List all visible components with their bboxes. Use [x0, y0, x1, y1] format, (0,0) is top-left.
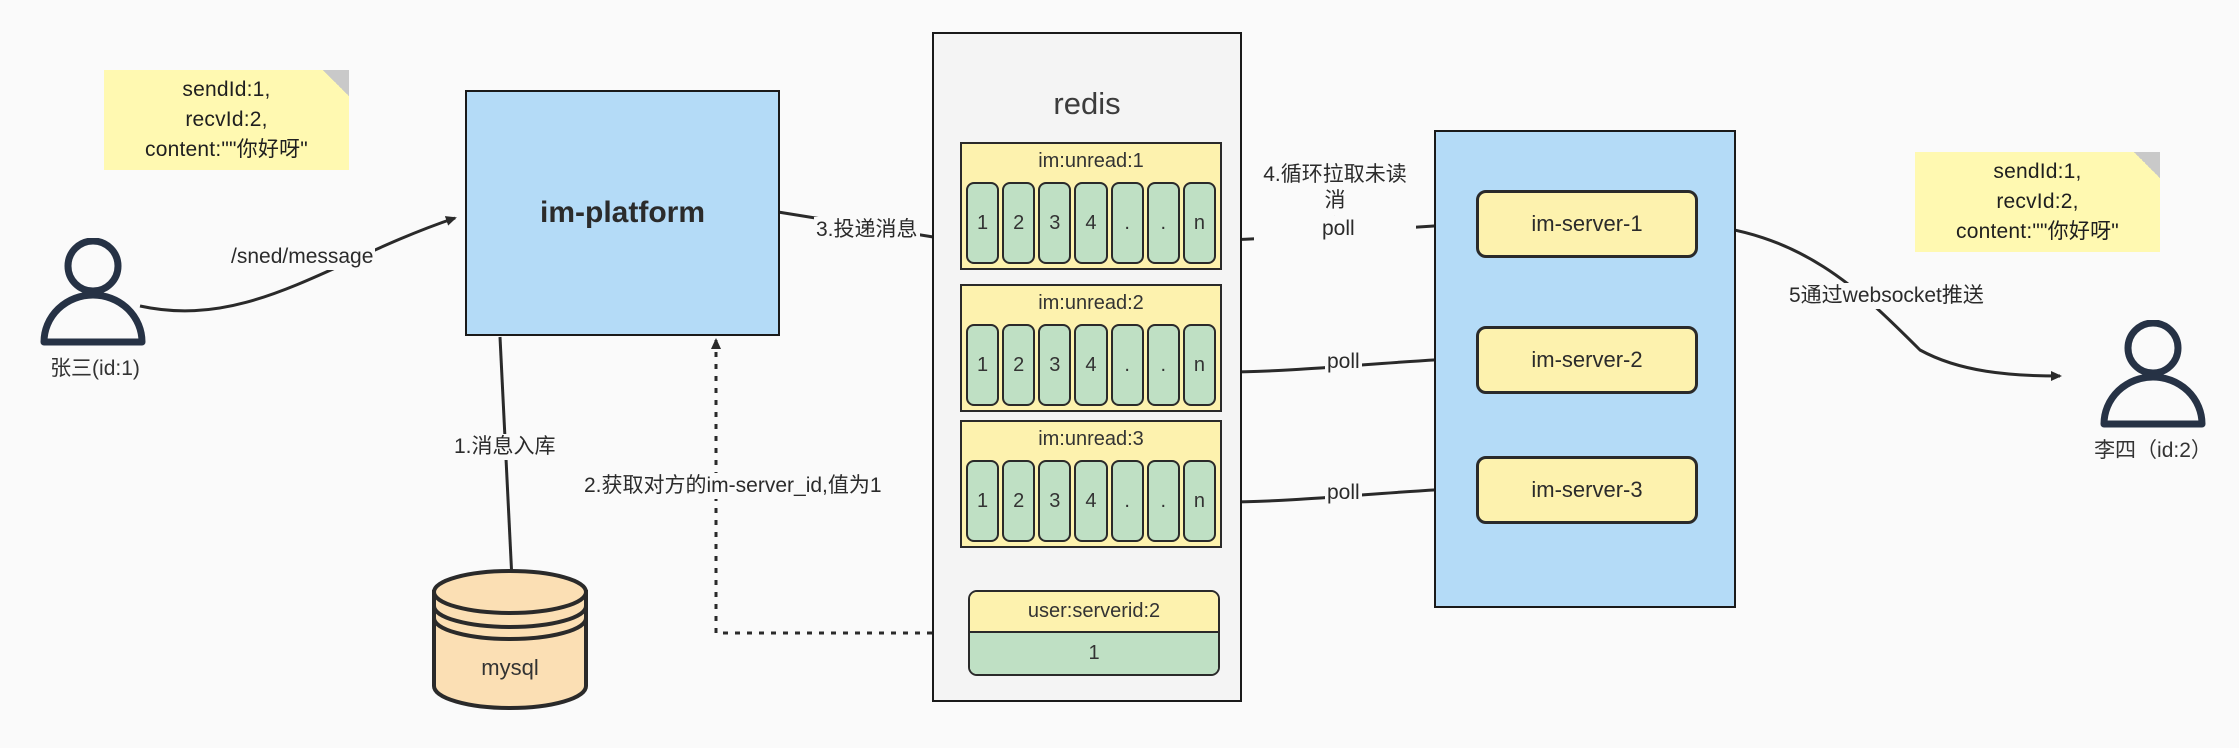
im-server-3-box[interactable]: im-server-3 — [1476, 456, 1698, 524]
actor-sender-label: 张三(id:1) — [50, 357, 140, 380]
redis-title: redis — [1053, 86, 1121, 121]
redis-list-1-cells: 1 2 3 4 . . n — [966, 182, 1216, 264]
redis-kv-user-serverid[interactable]: user:serverid:2 1 — [968, 590, 1220, 676]
redis-list-3-key: im:unread:3 — [1038, 428, 1144, 450]
actor-sender — [40, 238, 146, 346]
im-server-2-label: im-server-2 — [1531, 347, 1643, 372]
list-cell[interactable]: n — [1182, 324, 1216, 406]
note-left-text: sendId:1, recvId:2, content:""你好呀" — [145, 78, 308, 161]
edge-step5 — [1687, 222, 2062, 381]
redis-list-1-key: im:unread:1 — [1038, 150, 1144, 172]
redis-list-im-unread-3[interactable]: im:unread:3 1 2 3 4 . . n — [960, 420, 1222, 548]
redis-list-im-unread-1[interactable]: im:unread:1 1 2 3 4 . . n — [960, 142, 1222, 270]
mysql-label: mysql — [481, 655, 539, 680]
list-cell[interactable]: 4 — [1074, 182, 1108, 264]
redis-kv-key: user:serverid:2 — [970, 592, 1218, 633]
edge-label-poll-1: poll — [1320, 216, 1357, 243]
actor-receiver-label: 李四（id:2） — [2094, 439, 2212, 462]
list-cell[interactable]: n — [1182, 460, 1216, 542]
list-cell[interactable]: . — [1110, 182, 1144, 264]
edge-label-step5: 5通过websocket推送 — [1787, 283, 1986, 310]
list-cell[interactable]: . — [1146, 182, 1180, 264]
note-fold-icon — [323, 70, 349, 96]
list-cell[interactable]: . — [1110, 460, 1144, 542]
list-cell[interactable]: 1 — [966, 460, 1000, 542]
list-cell[interactable]: n — [1182, 182, 1216, 264]
redis-list-im-unread-2[interactable]: im:unread:2 1 2 3 4 . . n — [960, 284, 1222, 412]
list-cell[interactable]: . — [1110, 324, 1144, 406]
redis-list-2-cells: 1 2 3 4 . . n — [966, 324, 1216, 406]
list-cell[interactable]: 2 — [1002, 324, 1036, 406]
im-server-1-box[interactable]: im-server-1 — [1476, 190, 1698, 258]
list-cell[interactable]: 2 — [1002, 460, 1036, 542]
redis-list-2-key: im:unread:2 — [1038, 292, 1144, 314]
list-cell[interactable]: . — [1146, 324, 1180, 406]
list-cell[interactable]: 4 — [1074, 324, 1108, 406]
edge-label-step2: 2.获取对方的im-server_id,值为1 — [582, 473, 884, 500]
note-fold-icon — [2134, 152, 2160, 178]
list-cell[interactable]: 3 — [1038, 182, 1072, 264]
note-right-message-payload: sendId:1, recvId:2, content:""你好呀" — [1915, 152, 2160, 252]
redis-kv-value: 1 — [970, 633, 1218, 674]
edge-label-step1: 1.消息入库 — [452, 434, 558, 461]
edge-label-poll-3: poll — [1325, 480, 1362, 507]
list-cell[interactable]: 3 — [1038, 324, 1072, 406]
im-server-3-label: im-server-3 — [1531, 477, 1643, 502]
edge-label-send-message: /sned/message — [229, 244, 376, 271]
im-platform-box[interactable]: im-platform — [465, 90, 780, 336]
edge-label-poll-2: poll — [1325, 349, 1362, 376]
note-right-text: sendId:1, recvId:2, content:""你好呀" — [1956, 160, 2119, 243]
im-platform-label: im-platform — [540, 196, 705, 229]
list-cell[interactable]: 3 — [1038, 460, 1072, 542]
actor-receiver — [2100, 320, 2206, 428]
mysql-cylinder[interactable] — [430, 568, 590, 710]
list-cell[interactable]: 4 — [1074, 460, 1108, 542]
list-cell[interactable]: 1 — [966, 182, 1000, 264]
note-left-message-payload: sendId:1, recvId:2, content:""你好呀" — [104, 70, 349, 170]
redis-list-3-cells: 1 2 3 4 . . n — [966, 460, 1216, 542]
im-server-2-box[interactable]: im-server-2 — [1476, 326, 1698, 394]
im-server-1-label: im-server-1 — [1531, 211, 1643, 236]
edge-send-message — [139, 216, 457, 313]
list-cell[interactable]: 1 — [966, 324, 1000, 406]
edge-step2-dotted — [711, 338, 968, 635]
list-cell[interactable]: 2 — [1002, 182, 1036, 264]
list-cell[interactable]: . — [1146, 460, 1180, 542]
edge-label-step3: 3.投递消息 — [814, 217, 920, 244]
